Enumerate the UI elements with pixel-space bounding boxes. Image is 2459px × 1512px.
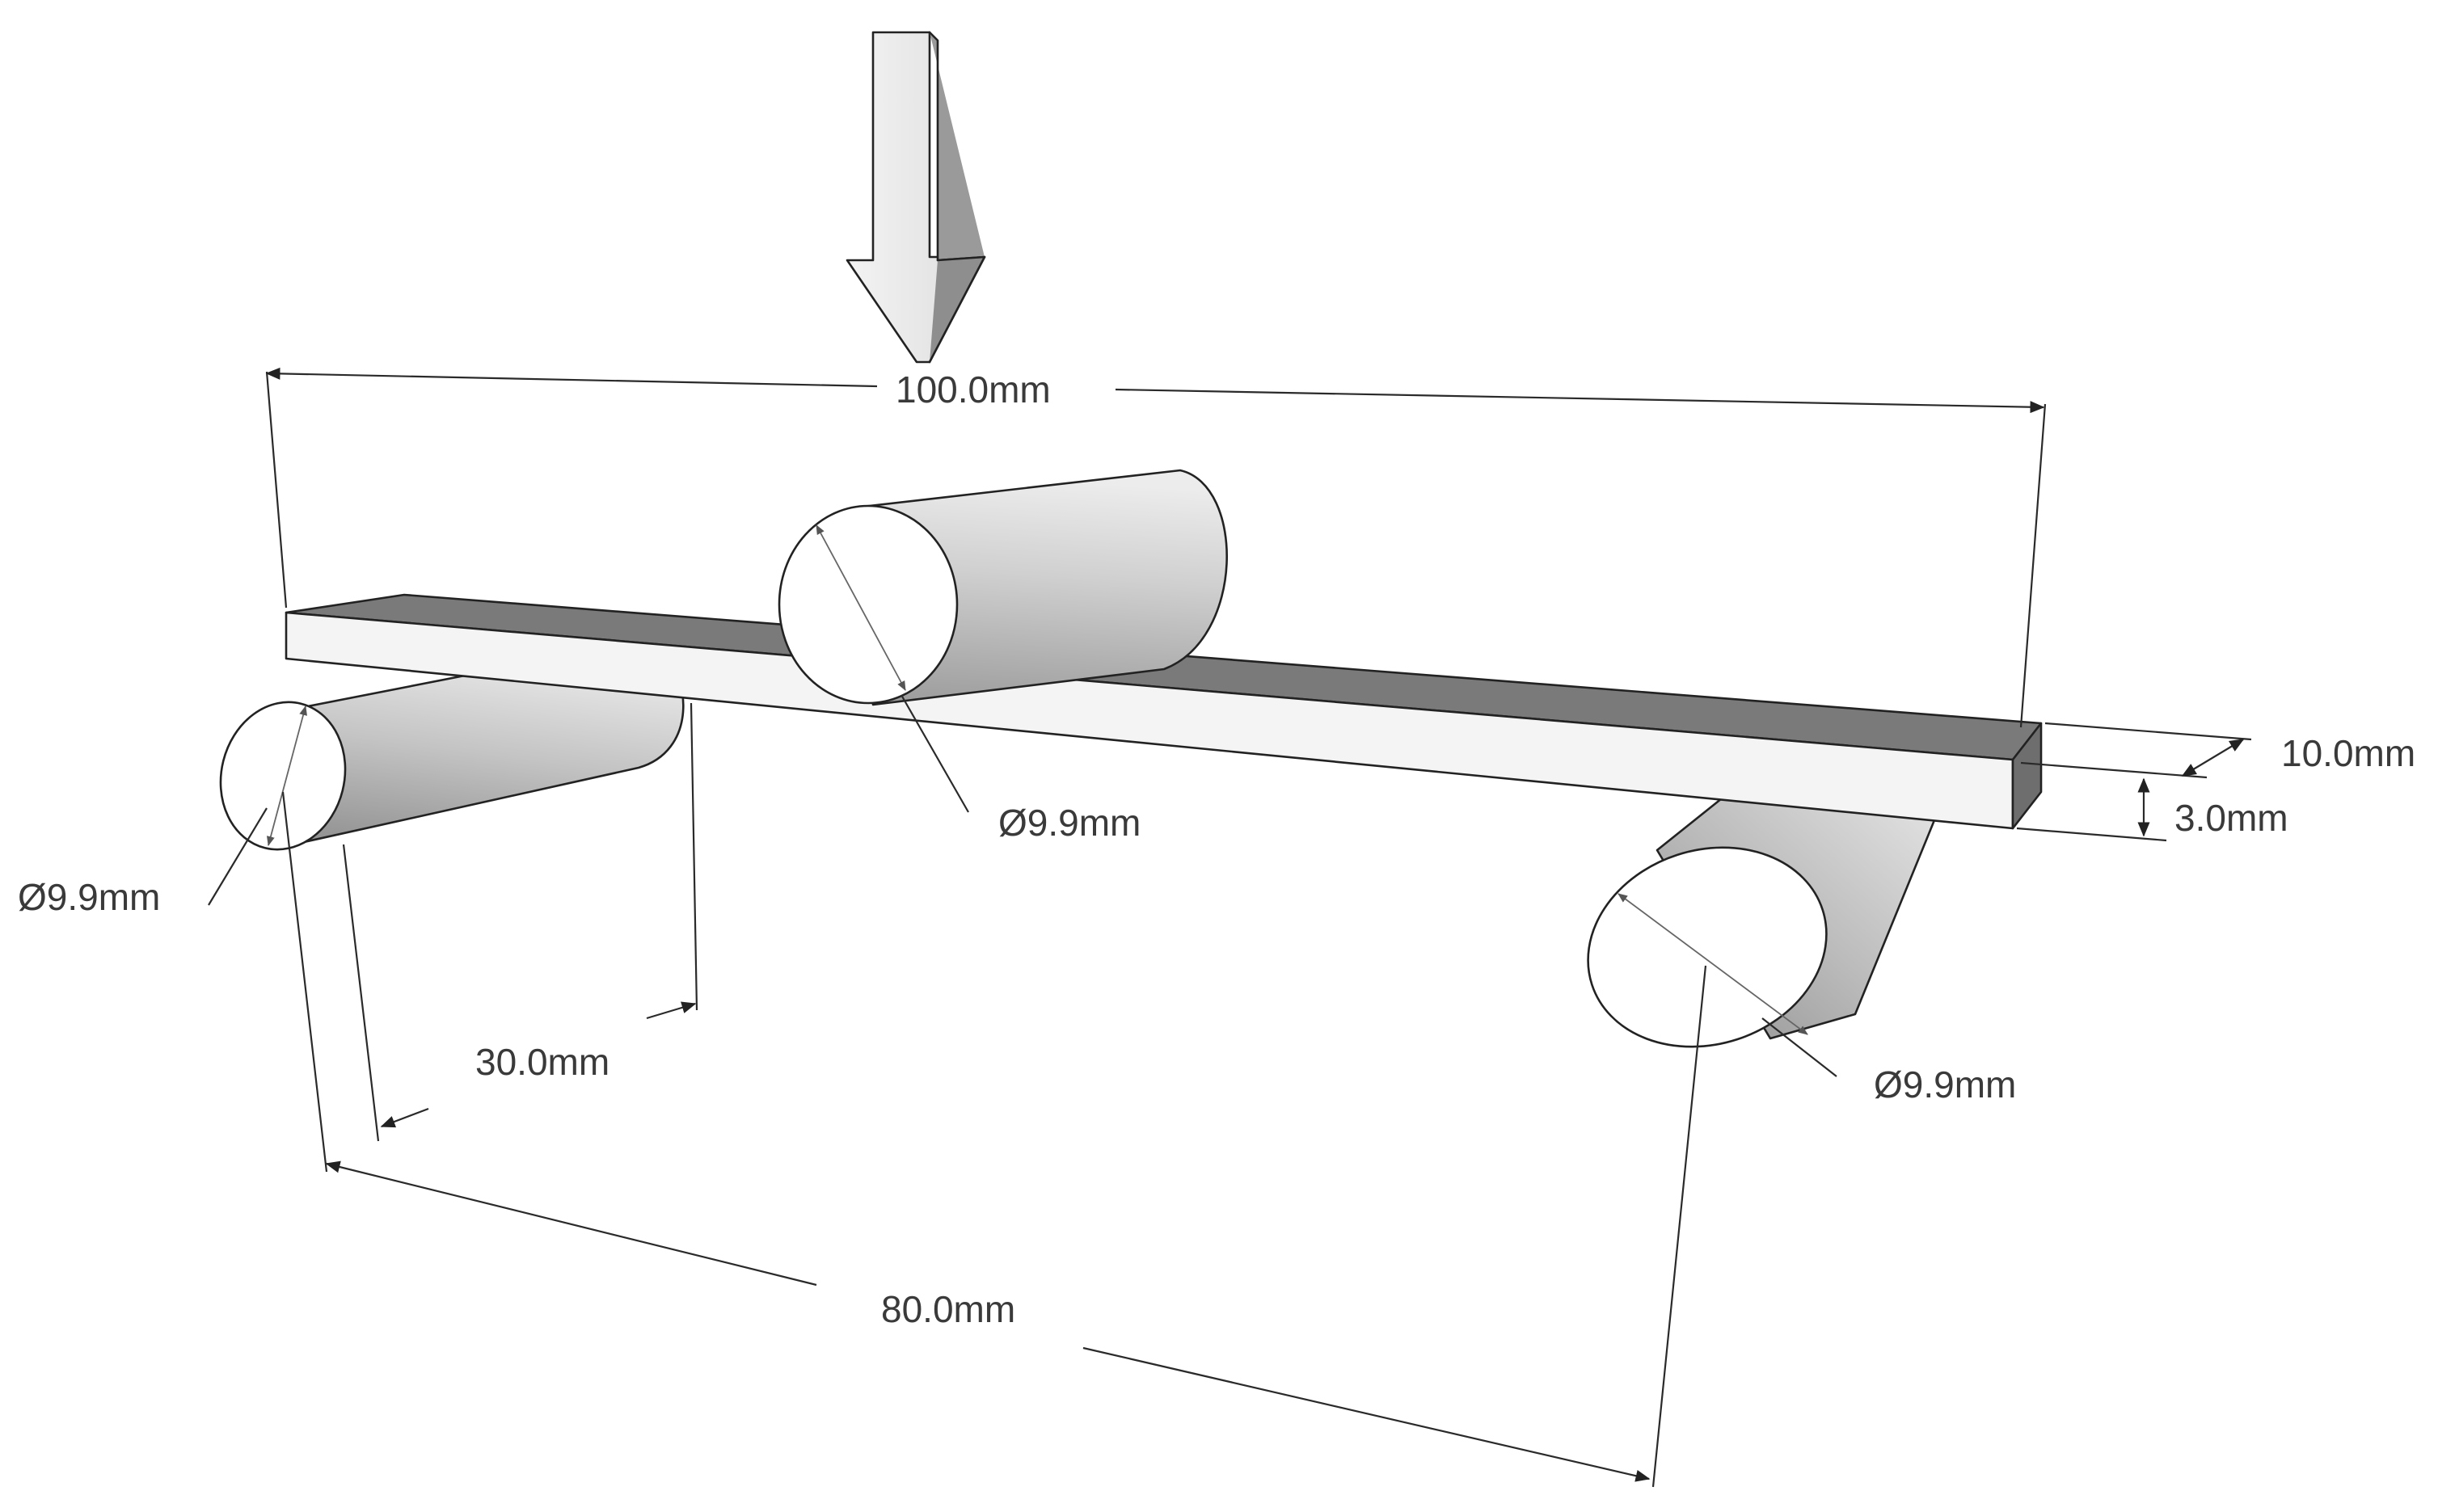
diameter-top: Ø9.9mm bbox=[901, 694, 1141, 844]
dimension-roller-length: 30.0mm bbox=[342, 702, 698, 1142]
label-diameter-left: Ø9.9mm bbox=[18, 876, 160, 918]
dimension-total-length: 100.0mm bbox=[265, 367, 2047, 728]
specimen-bar bbox=[285, 593, 2043, 830]
label-roller-length: 30.0mm bbox=[475, 1041, 609, 1083]
diameter-left: Ø9.9mm bbox=[18, 807, 268, 918]
dimension-bar-width: 10.0mm bbox=[2020, 722, 2415, 779]
label-bar-thickness: 3.0mm bbox=[2174, 797, 2288, 839]
label-diameter-right: Ø9.9mm bbox=[1874, 1063, 2016, 1106]
label-total-length: 100.0mm bbox=[896, 369, 1051, 411]
top-loading-roller bbox=[778, 469, 1228, 706]
right-support-roller bbox=[1587, 790, 1938, 1048]
dimension-support-span: 80.0mm bbox=[281, 791, 1707, 1488]
label-support-span: 80.0mm bbox=[881, 1288, 1015, 1330]
label-diameter-top: Ø9.9mm bbox=[998, 802, 1141, 844]
dimension-bar-thickness: 3.0mm bbox=[2016, 777, 2288, 842]
label-bar-width: 10.0mm bbox=[2281, 732, 2415, 774]
diameter-right: Ø9.9mm bbox=[1761, 1017, 2016, 1106]
load-arrow bbox=[846, 31, 986, 364]
